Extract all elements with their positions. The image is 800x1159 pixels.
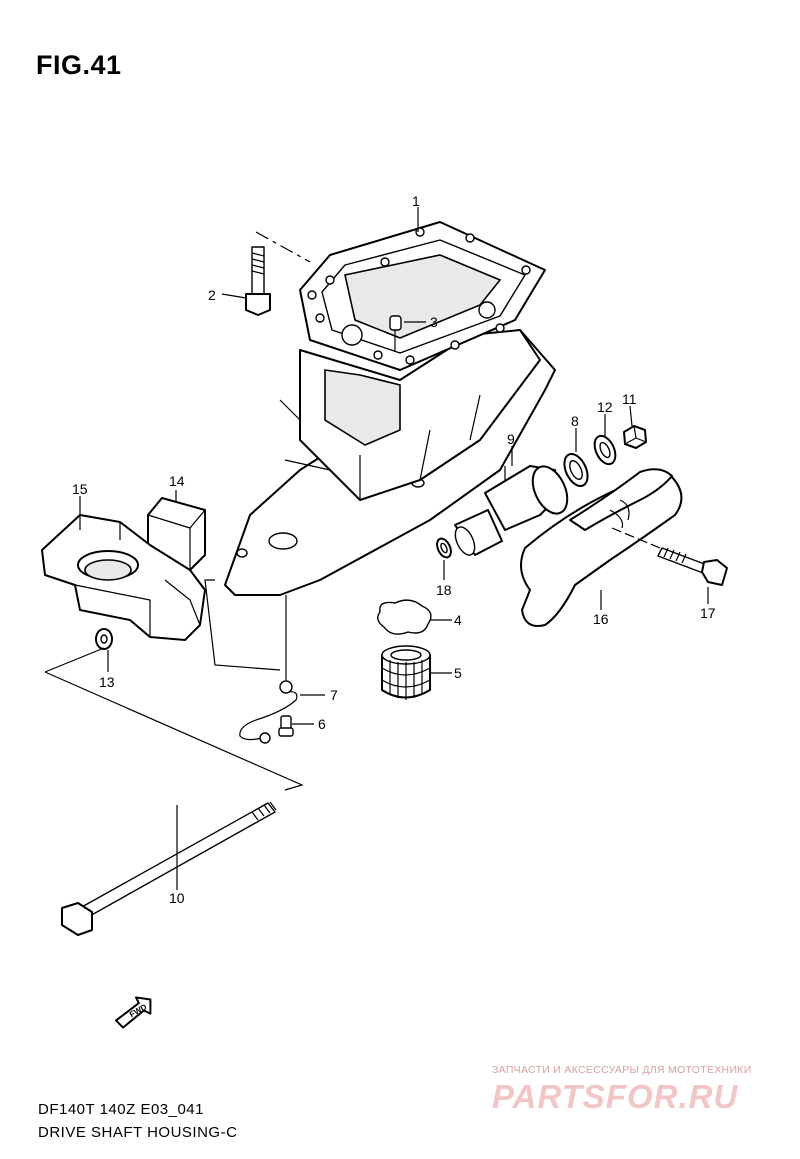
diagram-code: DF140T 140Z E03_041 (38, 1101, 204, 1118)
callout-6: 6 (318, 716, 326, 732)
callout-15: 15 (72, 481, 88, 497)
bolt-part-6[interactable] (278, 715, 294, 737)
drive-shaft-housing[interactable] (224, 221, 556, 596)
bolt-part-17[interactable] (611, 527, 728, 586)
callout-1: 1 (412, 193, 420, 209)
callout-13: 13 (99, 674, 115, 690)
gasket-part-4[interactable] (377, 599, 432, 635)
washer-part-18[interactable] (434, 536, 453, 559)
callout-7: 7 (330, 687, 338, 703)
nut-part-11[interactable] (623, 425, 647, 449)
washer-part-13[interactable] (95, 628, 113, 650)
watermark-tagline: ЗАПЧАСТИ И АКСЕССУАРЫ ДЛЯ МОТОТЕХНИКИ (492, 1064, 752, 1076)
callout-leaders (79, 207, 709, 890)
diagram-name: DRIVE SHAFT HOUSING-C (38, 1124, 238, 1141)
callout-14: 14 (169, 473, 185, 489)
washer-part-12[interactable] (591, 433, 620, 468)
callout-8: 8 (571, 413, 579, 429)
callout-17: 17 (700, 605, 716, 621)
callout-5: 5 (454, 665, 462, 681)
bracket-part-15[interactable] (41, 514, 281, 671)
callout-12: 12 (597, 399, 613, 415)
callout-9: 9 (507, 431, 515, 447)
dowel-pin-part-3[interactable] (389, 315, 402, 352)
mount-part-9[interactable] (451, 461, 574, 558)
callout-18: 18 (436, 582, 452, 598)
callout-4: 4 (454, 612, 462, 628)
callout-11: 11 (622, 391, 637, 407)
callout-3: 3 (430, 314, 438, 330)
figure-title: FIG.41 (36, 50, 122, 80)
bushing-part-5[interactable] (381, 645, 431, 700)
callout-10: 10 (169, 890, 185, 906)
ground-wire-part-7[interactable] (239, 595, 298, 744)
callout-numbers: 1 2 3 4 5 6 7 8 9 10 11 12 13 14 15 16 1… (72, 193, 716, 906)
bolt-part-2[interactable] (245, 231, 311, 316)
callout-16: 16 (593, 611, 609, 627)
mount-cover-part-16[interactable] (520, 468, 683, 627)
washer-part-8[interactable] (560, 450, 592, 489)
watermark-logo: PARTSFOR.RU (492, 1078, 739, 1115)
callout-2: 2 (208, 287, 216, 303)
forward-arrow-icon: FWD (115, 996, 152, 1029)
